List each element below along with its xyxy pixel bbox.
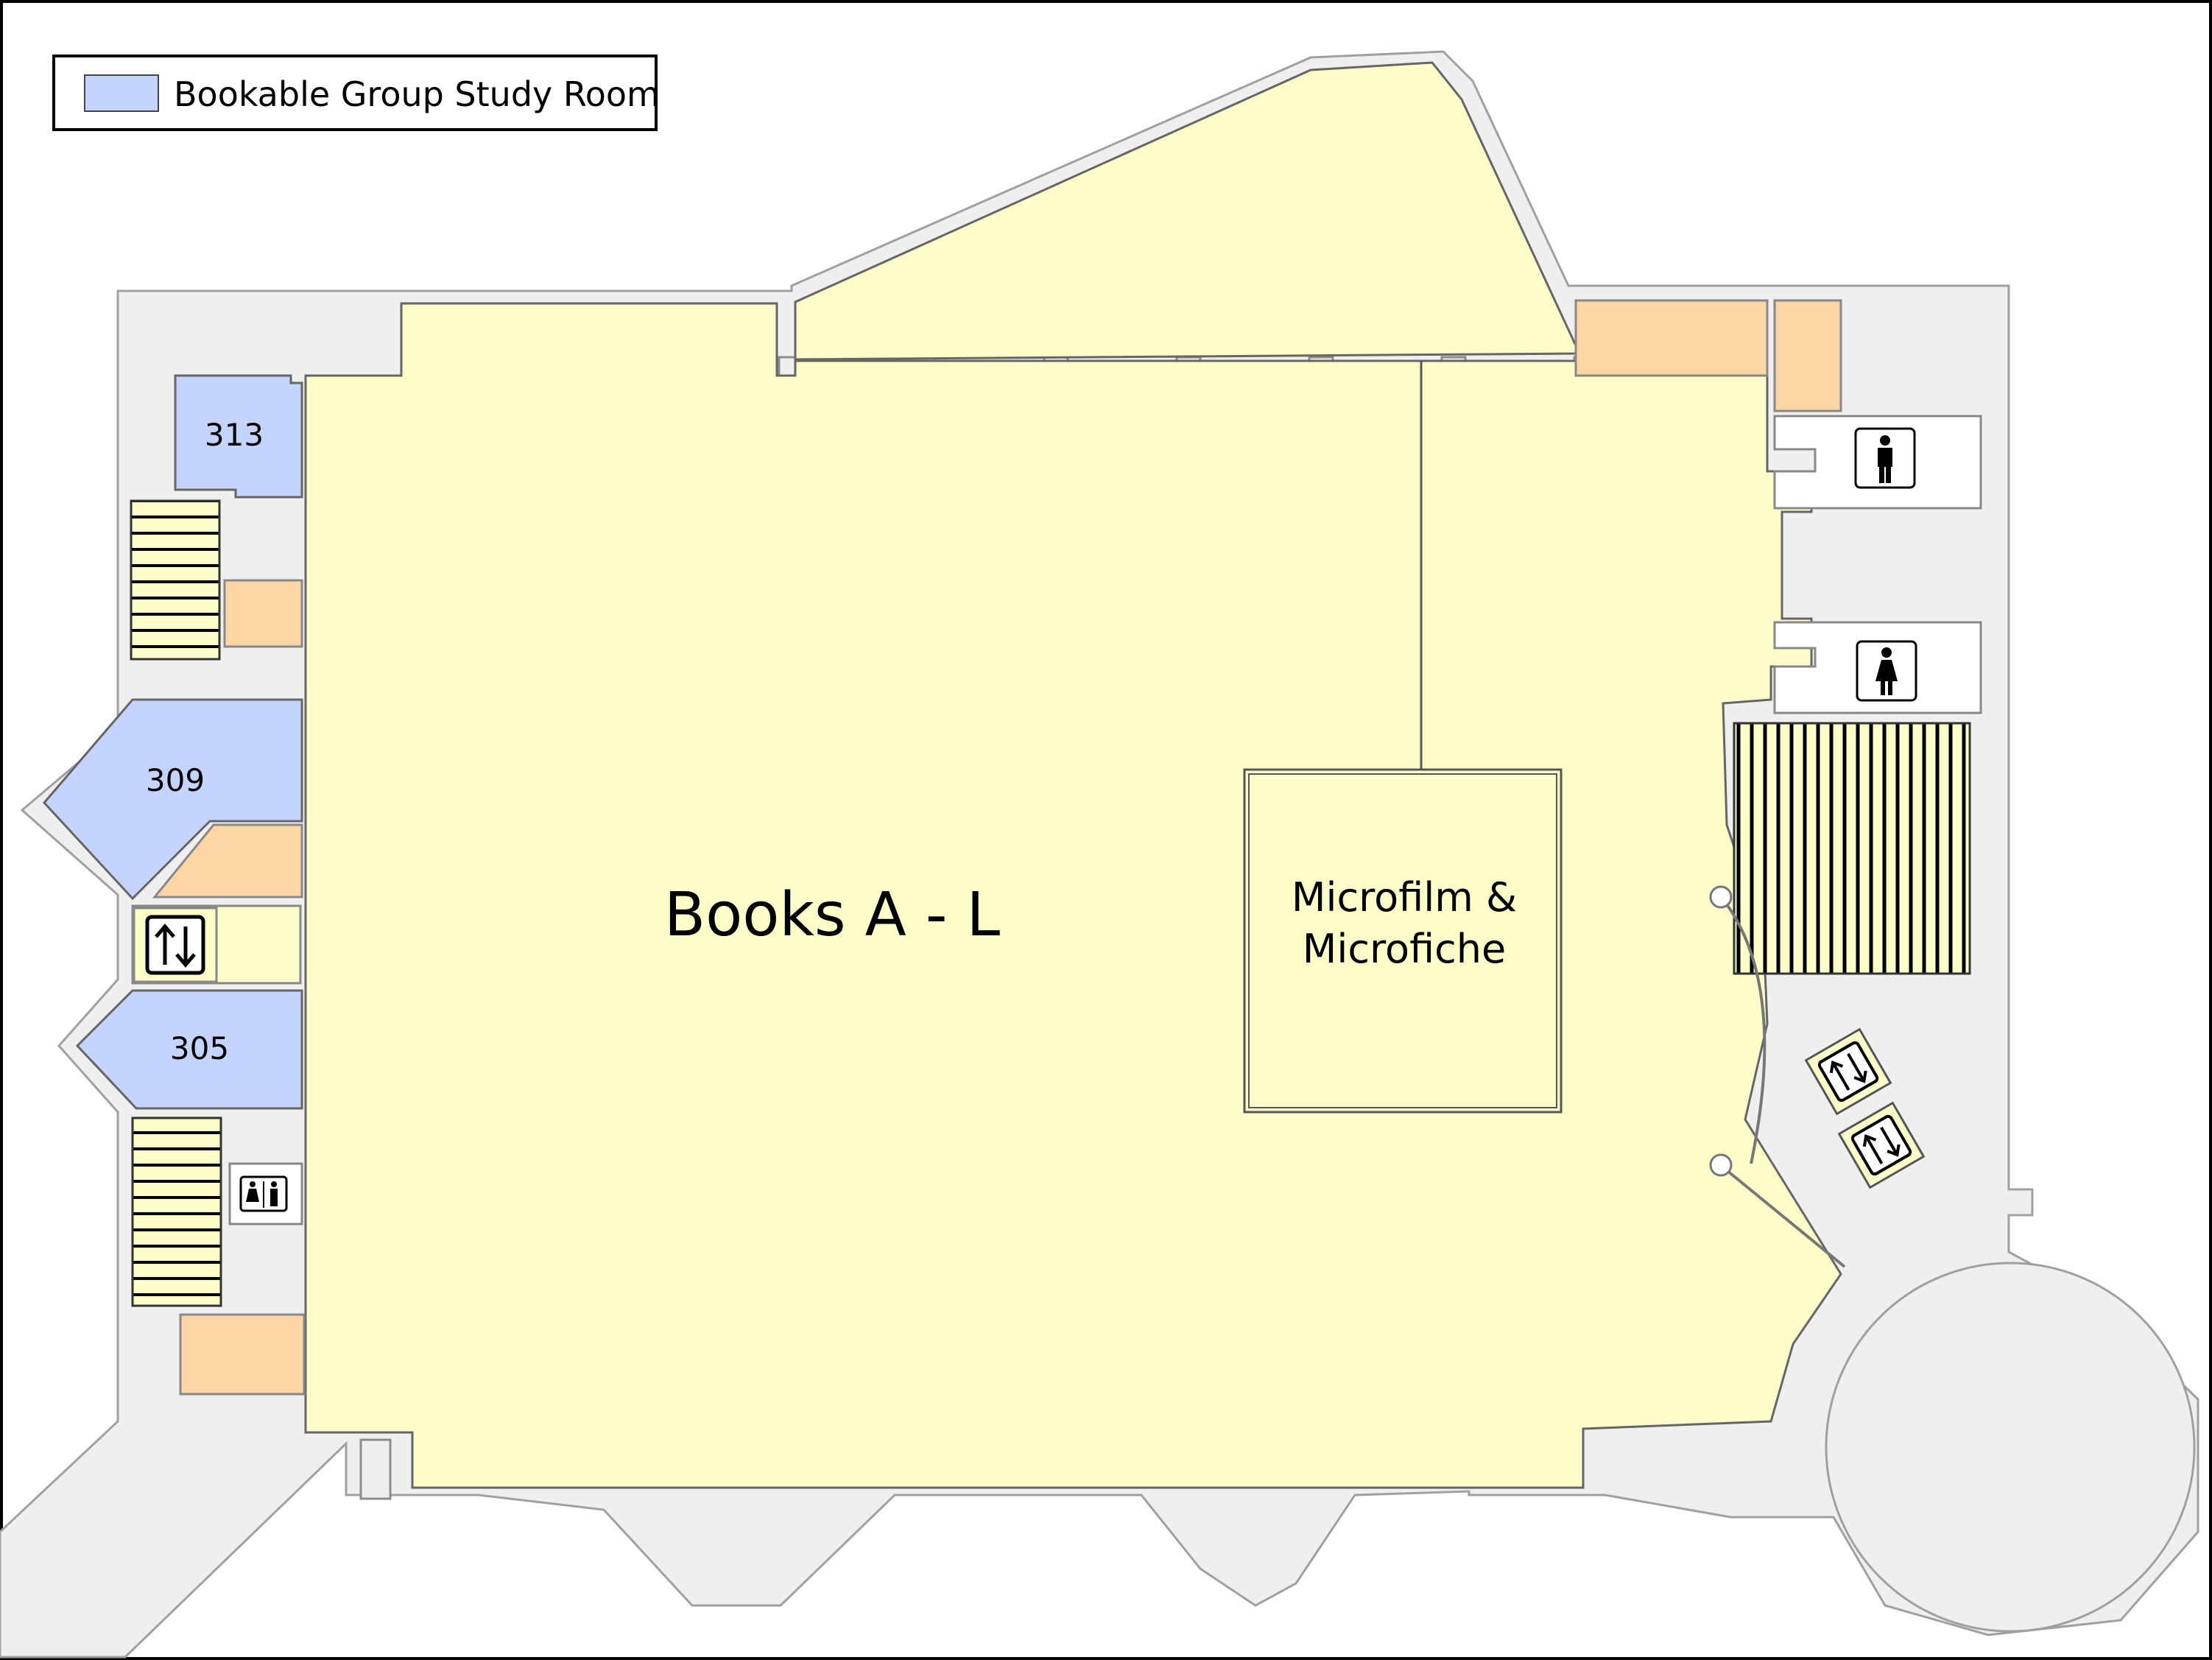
study-rooms: [42, 374, 303, 1110]
men-restroom-icon: [1854, 427, 1916, 489]
legend-swatch: [84, 74, 159, 112]
legend: Bookable Group Study Room: [52, 54, 660, 131]
room-309-label: 309: [146, 762, 205, 798]
microfilm-room: [1243, 768, 1563, 1114]
room-309: [42, 698, 303, 901]
door-hinge: [1709, 1153, 1733, 1177]
room-313-label: 313: [205, 417, 264, 453]
curved-wall: [1718, 893, 1846, 1268]
stairs-right: [1733, 722, 1971, 975]
stairs-lower-left: [131, 1116, 222, 1307]
books-area-label: Books A - L: [664, 880, 1001, 950]
elevator-icon: [133, 907, 218, 983]
microfilm-label-line1: Microfilm &: [1292, 874, 1517, 921]
door-hinge: [1709, 885, 1733, 909]
service-rooms: [152, 299, 1842, 1396]
stairs-upper-left: [130, 499, 221, 661]
upper-annex-floor: [794, 61, 1582, 361]
elevator-icon: [1837, 1101, 1926, 1189]
room-313: [174, 374, 303, 499]
room-305: [75, 989, 303, 1110]
elevator-icon: [1804, 1027, 1892, 1116]
legend-label: Bookable Group Study Room: [174, 74, 660, 114]
main-floor: [304, 302, 1842, 1489]
women-restroom-icon: [1856, 640, 1917, 702]
microfilm-label-line2: Microfiche: [1303, 926, 1507, 972]
microfilm-room-inner: [1248, 773, 1557, 1108]
room-305-label: 305: [170, 1030, 229, 1066]
unisex-restroom-icon: [228, 1162, 303, 1225]
